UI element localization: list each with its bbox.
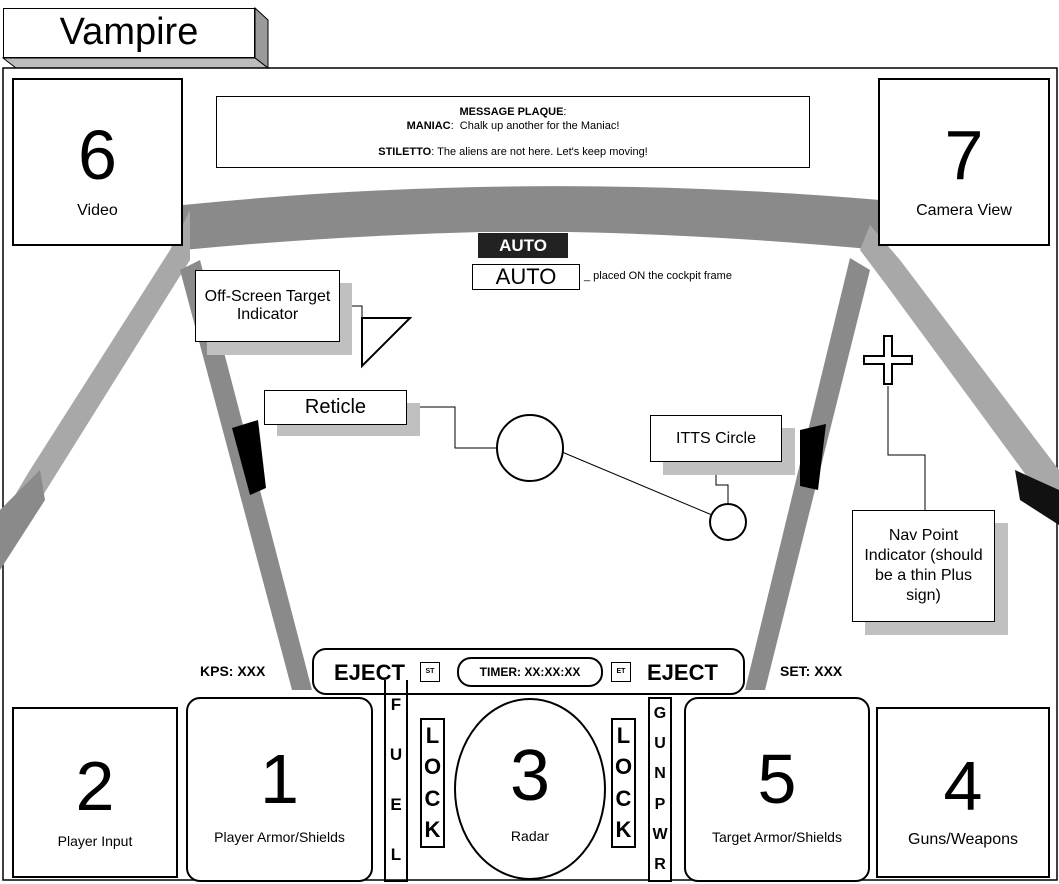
panel-number: 2 xyxy=(75,747,115,825)
panel-number: 1 xyxy=(260,740,299,818)
message-text: Chalk up another for the Maniac! xyxy=(459,120,620,132)
eject-left-button[interactable]: EJECT xyxy=(334,660,405,685)
gauge-letter: U xyxy=(389,745,403,764)
itts-circle-label: ITTS Circle xyxy=(650,415,782,462)
gauge-letter: P xyxy=(654,795,666,813)
nav-point-label: Nav Point Indicator (should be a thin Pl… xyxy=(852,510,995,622)
gauge-letter: N xyxy=(654,765,666,783)
reticle-callout-line xyxy=(407,406,497,449)
player-armor-panel: 1 Player Armor/Shields xyxy=(186,697,373,882)
canopy-left-outer-end xyxy=(0,470,45,570)
panel-number: 3 xyxy=(509,736,551,816)
fuel-gauge: F U E L xyxy=(384,680,408,882)
panel-label: Radar xyxy=(510,828,550,844)
camera-view-panel: 7 Camera View xyxy=(878,78,1050,246)
panel-number: 6 xyxy=(78,116,117,194)
panel-number: 4 xyxy=(943,747,983,825)
gauge-letter: W xyxy=(652,825,668,843)
message-speaker: MANIAC xyxy=(406,120,451,132)
right-pillar-mount xyxy=(800,424,826,490)
itts-circle-icon xyxy=(709,503,747,541)
gauge-letter: K xyxy=(615,817,632,843)
gauge-letter: U xyxy=(654,735,666,753)
offscreen-indicator-label: Off-Screen Target Indicator xyxy=(195,270,340,342)
gauge-letter: L xyxy=(425,722,440,748)
panel-number: 7 xyxy=(944,116,984,194)
panel-label: Player Input xyxy=(57,833,133,849)
panel-label: Target Armor/Shields xyxy=(712,829,842,845)
panel-label: Guns/Weapons xyxy=(908,831,1018,848)
eject-right-button[interactable]: EJECT xyxy=(647,660,718,685)
message-plaque: MESSAGE PLAQUE: MANIAC: Chalk up another… xyxy=(216,96,810,168)
offscreen-target-triangle-icon xyxy=(361,317,413,369)
eject-bar: EJECT ST TIMER: XX:XX:XX ET EJECT xyxy=(312,648,745,695)
timer-display: TIMER: XX:XX:XX xyxy=(457,657,603,687)
gauge-letter: E xyxy=(390,795,402,814)
canopy-right-outer xyxy=(860,225,1059,520)
radar-circle xyxy=(454,698,606,880)
left-pillar-mount xyxy=(232,420,266,495)
guns-weapons-panel: 4 Guns/Weapons xyxy=(876,707,1050,878)
message-text: The aliens are not here. Let's keep movi… xyxy=(437,146,648,158)
et-indicator: ET xyxy=(611,662,631,682)
reticle-to-itts-line xyxy=(561,451,713,516)
nav-callout-line xyxy=(887,386,926,510)
panel-number: 5 xyxy=(757,740,797,818)
auto-note: _ placed ON the cockpit frame xyxy=(584,270,732,282)
reticle-label: Reticle xyxy=(264,390,407,425)
gauge-letter: L xyxy=(616,722,631,748)
reticle-circle-icon xyxy=(496,414,564,482)
canopy-right-outer-end xyxy=(1015,470,1059,525)
message-speaker: STILETTO xyxy=(378,146,432,158)
panel-label: Player Armor/Shields xyxy=(214,829,345,845)
set-readout: SET: XXX xyxy=(780,663,843,679)
gauge-letter: F xyxy=(390,695,402,714)
plaque-heading: MESSAGE PLAQUE xyxy=(459,106,564,118)
gauge-letter: R xyxy=(654,855,666,873)
auto-indicator: AUTO xyxy=(472,264,580,290)
gauge-letter: K xyxy=(424,817,441,843)
panel-label: Camera View xyxy=(916,202,1012,219)
auto-emblem-bg xyxy=(478,233,568,258)
gauge-letter: C xyxy=(615,785,632,811)
gauge-letter: O xyxy=(423,754,442,780)
nav-point-plus-icon xyxy=(863,335,913,385)
gauge-letter: C xyxy=(424,785,441,811)
title-bevel-bottom xyxy=(1,57,270,69)
kps-readout: KPS: XXX xyxy=(200,663,266,679)
page-title: Vampire xyxy=(3,8,255,58)
video-panel: 6 Video xyxy=(12,78,183,246)
auto-emblem: AUTO xyxy=(499,236,547,255)
panel-label: Video xyxy=(77,202,118,219)
gauge-letter: G xyxy=(653,705,667,723)
gauge-letter: O xyxy=(614,754,633,780)
canopy-left-outer xyxy=(0,210,190,560)
player-input-panel: 2 Player Input xyxy=(12,707,178,878)
gauge-letter: L xyxy=(390,845,402,864)
canopy-top-bar xyxy=(183,186,880,250)
target-armor-panel: 5 Target Armor/Shields xyxy=(684,697,870,882)
st-indicator: ST xyxy=(420,662,440,682)
